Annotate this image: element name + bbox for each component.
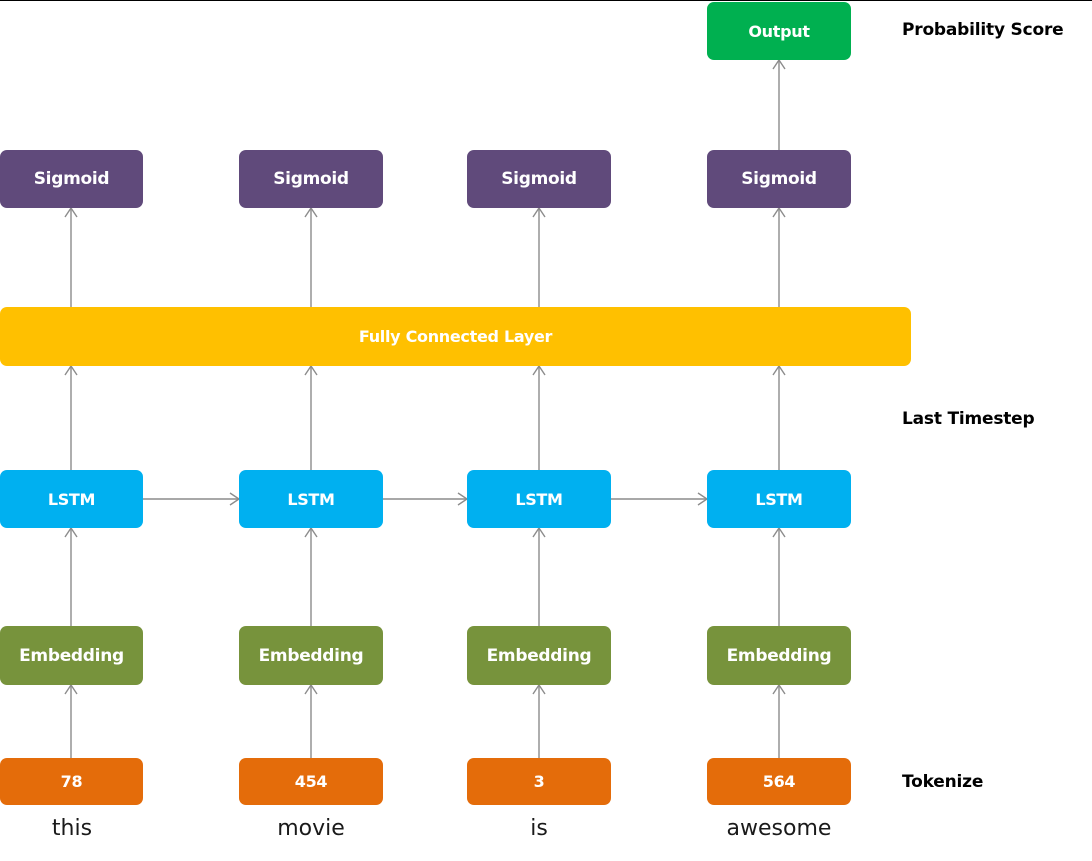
tokenize-label: Tokenize	[902, 772, 984, 792]
sigmoid-label: Sigmoid	[501, 169, 577, 189]
arrowhead	[532, 364, 546, 376]
lstm-node-3: LSTM	[467, 470, 611, 528]
token-id: 78	[60, 772, 83, 791]
probability-score-label: Probability Score	[902, 20, 1064, 40]
sigmoid-node-1: Sigmoid	[0, 150, 143, 208]
last-timestep-label: Last Timestep	[902, 409, 1035, 429]
arrowhead	[304, 364, 318, 376]
embedding-node-1: Embedding	[0, 626, 143, 685]
arrowhead	[772, 526, 786, 538]
input-word-4: awesome	[726, 816, 832, 841]
sigmoid-node-2: Sigmoid	[239, 150, 383, 208]
arrowhead	[64, 206, 78, 218]
fully-connected-layer: Fully Connected Layer	[0, 307, 911, 366]
arrowhead	[64, 683, 78, 695]
token-node-2: 454	[239, 758, 383, 805]
embedding-label: Embedding	[726, 645, 832, 666]
sigmoid-label: Sigmoid	[741, 169, 817, 189]
sigmoid-node-4: Sigmoid	[707, 150, 851, 208]
arrowhead	[772, 58, 786, 70]
arrowhead	[532, 526, 546, 538]
sigmoid-node-3: Sigmoid	[467, 150, 611, 208]
lstm-node-4: LSTM	[707, 470, 851, 528]
lstm-node-2: LSTM	[239, 470, 383, 528]
input-word-3: is	[530, 816, 548, 841]
sigmoid-label: Sigmoid	[33, 169, 110, 189]
input-word-2: movie	[277, 816, 345, 841]
lstm-label: LSTM	[287, 489, 335, 509]
lstm-node-1: LSTM	[0, 470, 143, 528]
arrowhead	[772, 206, 786, 218]
lstm-label: LSTM	[515, 489, 563, 509]
arrowhead	[772, 683, 786, 695]
arrowhead	[697, 492, 709, 506]
arrowhead	[772, 364, 786, 376]
token-node-3: 3	[467, 758, 611, 805]
embedding-label: Embedding	[19, 645, 124, 666]
token-id: 454	[294, 772, 328, 791]
output-node: Output	[707, 2, 851, 60]
token-id: 3	[533, 772, 545, 791]
sigmoid-label: Sigmoid	[273, 169, 349, 189]
embedding-node-4: Embedding	[707, 626, 851, 685]
arrowhead	[304, 526, 318, 538]
lstm-label: LSTM	[47, 489, 96, 509]
arrowhead	[229, 492, 241, 506]
arrowhead	[532, 206, 546, 218]
embedding-label: Embedding	[486, 645, 592, 666]
arrowhead	[532, 683, 546, 695]
token-id: 564	[762, 772, 796, 791]
arrowhead	[304, 683, 318, 695]
arrowhead	[64, 364, 78, 376]
token-node-1: 78	[0, 758, 143, 805]
arrowhead	[457, 492, 469, 506]
input-word-1: this	[51, 816, 93, 841]
lstm-label: LSTM	[755, 489, 803, 509]
arrowhead	[64, 526, 78, 538]
top-border-line	[0, 0, 1092, 1]
token-node-4: 564	[707, 758, 851, 805]
arrowhead	[304, 206, 318, 218]
embedding-label: Embedding	[258, 645, 364, 666]
embedding-node-3: Embedding	[467, 626, 611, 685]
embedding-node-2: Embedding	[239, 626, 383, 685]
output-label: Output	[748, 21, 810, 41]
fc-layer-label: Fully Connected Layer	[358, 327, 553, 346]
